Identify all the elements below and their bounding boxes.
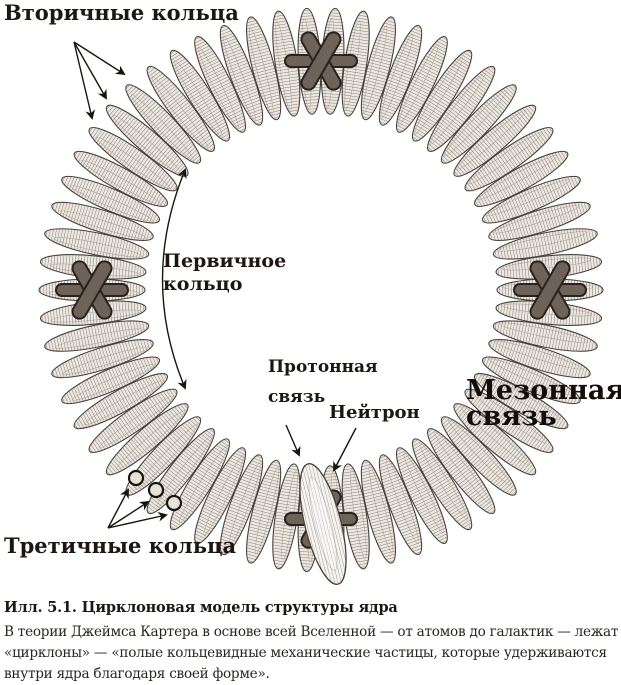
secondary-ring xyxy=(194,36,246,133)
secondary-ring xyxy=(73,373,168,430)
proton-marker xyxy=(513,260,587,320)
secondary-ring xyxy=(453,104,537,177)
label-primary-ring-line2: кольцо xyxy=(163,273,243,295)
secondary-ring xyxy=(88,127,178,192)
secondary-ring xyxy=(246,459,282,564)
secondary-ring xyxy=(105,403,189,476)
secondary-ring xyxy=(73,150,168,207)
secondary-ring xyxy=(396,447,448,544)
caption-body: В теории Джеймса Картера в основе всей В… xyxy=(4,624,619,682)
secondary-ring xyxy=(474,150,569,207)
secondary-ring xyxy=(51,339,154,379)
secondary-ring xyxy=(411,438,473,531)
secondary-ring xyxy=(219,454,264,556)
secondary-ring xyxy=(61,356,161,405)
secondary-ring xyxy=(411,49,473,142)
secondary-ring xyxy=(440,416,517,496)
caption-title: Илл. 5.1. Цирклоновая модель структуры я… xyxy=(4,599,398,616)
secondary-ring xyxy=(51,201,154,241)
label-meson-bond: Мезонная связь xyxy=(466,375,621,432)
secondary-ring xyxy=(88,388,178,453)
secondary-ring xyxy=(396,36,448,133)
annotation-arrows xyxy=(73,41,357,529)
secondary-ring xyxy=(39,300,147,326)
nucleus-ring-illustration xyxy=(38,7,604,585)
secondary-ring xyxy=(492,320,598,352)
secondary-ring xyxy=(427,65,496,152)
tertiary-ring xyxy=(147,481,165,499)
tertiary-ring xyxy=(165,494,183,512)
proton-marker xyxy=(55,260,129,320)
secondary-ring xyxy=(474,373,569,430)
label-primary-ring-line1: Первичное xyxy=(163,250,287,272)
secondary-ring xyxy=(464,388,554,453)
proton-marker xyxy=(284,31,358,91)
label-meson-bond-line2: связь xyxy=(466,401,557,432)
secondary-ring xyxy=(481,356,581,405)
label-proton-bond: Протонная связь xyxy=(268,352,378,412)
secondary-ring xyxy=(488,339,591,379)
label-proton-bond-line1: Протонная xyxy=(268,357,378,377)
label-tertiary-rings: Третичные кольца xyxy=(4,533,237,558)
secondary-ring xyxy=(360,459,396,564)
secondary-ring xyxy=(488,201,591,241)
secondary-ring xyxy=(219,24,264,126)
secondary-ring xyxy=(169,438,231,531)
secondary-ring xyxy=(194,447,246,544)
label-secondary-rings: Вторичные кольца xyxy=(4,0,239,25)
secondary-ring xyxy=(246,16,282,121)
secondary-ring xyxy=(481,175,581,224)
cirklon-nucleus-diagram: Вторичные кольца Первичное кольцо Протон… xyxy=(4,0,621,585)
label-proton-bond-line2: связь xyxy=(268,387,326,407)
secondary-ring xyxy=(105,104,189,177)
secondary-ring xyxy=(492,228,598,260)
secondary-ring xyxy=(453,403,537,476)
figure-caption: Илл. 5.1. Цирклоновая модель структуры я… xyxy=(4,599,619,685)
secondary-ring xyxy=(360,16,396,121)
secondary-ring xyxy=(61,175,161,224)
secondary-ring xyxy=(44,320,150,352)
secondary-ring xyxy=(146,428,215,515)
secondary-ring xyxy=(464,127,554,192)
label-primary-ring: Первичное кольцо xyxy=(163,250,286,296)
secondary-ring xyxy=(440,84,517,164)
secondary-ring xyxy=(169,49,231,142)
secondary-ring xyxy=(125,84,202,164)
secondary-ring xyxy=(378,454,423,556)
label-neutron: Нейтрон xyxy=(329,402,420,423)
secondary-ring xyxy=(146,65,215,152)
label-meson-bond-line1: Мезонная xyxy=(466,375,621,406)
secondary-ring xyxy=(427,428,496,515)
tertiary-rings-group xyxy=(127,469,183,512)
tertiary-ring xyxy=(127,469,145,487)
proton-bond-ring xyxy=(299,463,347,585)
secondary-ring xyxy=(378,24,423,126)
secondary-ring xyxy=(44,228,150,260)
